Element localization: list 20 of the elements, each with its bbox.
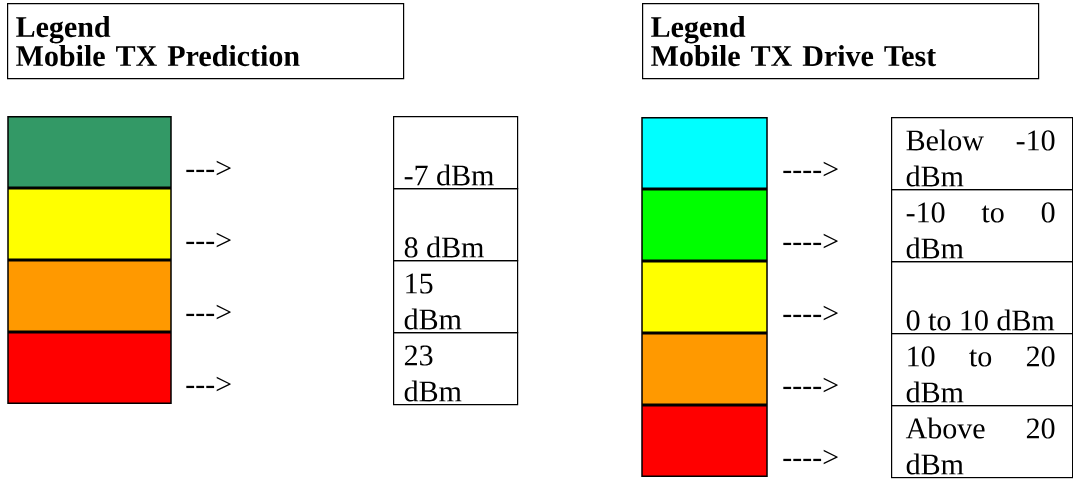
arrow-text: ----> bbox=[783, 161, 838, 177]
value-cell: -10 to 0 dBm bbox=[891, 189, 1073, 263]
arrow-text: ---> bbox=[186, 232, 231, 248]
value-cell: Below -10 dBm bbox=[891, 117, 1073, 191]
value-cell: 15 dBm bbox=[393, 260, 519, 334]
arrow-text: ---> bbox=[186, 376, 231, 392]
value-cell: -7 dBm bbox=[393, 116, 519, 190]
arrow-text: ----> bbox=[783, 305, 838, 321]
title-box: Legend Mobile TX Prediction bbox=[7, 3, 405, 80]
arrow-text: ---> bbox=[186, 160, 231, 176]
value-cell: 8 dBm bbox=[393, 188, 519, 262]
value-cell: 23 dBm bbox=[393, 332, 519, 406]
arrow-text: ----> bbox=[783, 377, 838, 393]
arrow-text: ----> bbox=[783, 449, 838, 465]
value-cell: 0 to 10 dBm bbox=[891, 261, 1073, 335]
title-box: Legend Mobile TX Drive Test bbox=[642, 3, 1040, 80]
arrow-text: ----> bbox=[783, 233, 838, 249]
value-cell: 10 to 20 dBm bbox=[891, 333, 1073, 407]
value-cell: Above 20 dBm bbox=[891, 405, 1073, 479]
arrow-text: ---> bbox=[186, 304, 231, 320]
